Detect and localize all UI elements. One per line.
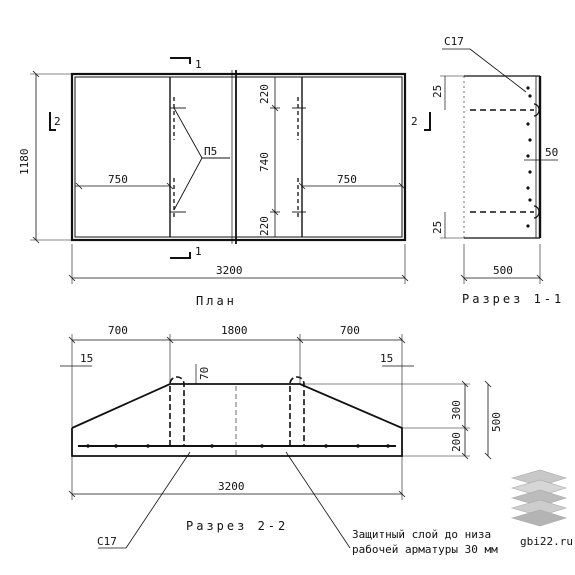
plan-title: План <box>196 294 237 308</box>
plan-inner-outline <box>74 76 403 238</box>
plan-right-span-label: 750 <box>337 173 357 186</box>
section-2-2-rebar-dots <box>86 444 390 448</box>
lifting-loop-left <box>170 97 186 220</box>
section-2-2-labels: 700 1800 700 15 15 70 300 200 500 3200 Р… <box>80 324 503 556</box>
plan-cut2-right-label: 2 <box>411 115 418 128</box>
s22-right-label: 700 <box>340 324 360 337</box>
s22-note-line1: Защитный слой до низа <box>352 528 491 541</box>
s22-rebar-mark: С17 <box>97 535 117 548</box>
s22-loop-left <box>169 376 185 446</box>
s22-title: Разрез 2-2 <box>186 519 288 533</box>
plan-view <box>30 57 431 284</box>
s22-overhang-right-label: 15 <box>380 352 393 365</box>
s22-lower-height-label: 200 <box>450 432 463 452</box>
s11-rebar-mark: С17 <box>444 35 464 48</box>
plan-cut1-bottom-label: 1 <box>195 245 202 258</box>
plan-labels: 1 1 2 2 П5 750 750 220 740 220 1180 3200… <box>18 58 418 308</box>
plan-height-label: 1180 <box>18 149 31 176</box>
plan-outline <box>70 72 407 242</box>
section-1-1-rebar-dots <box>526 86 532 228</box>
plan-middle-label: 740 <box>258 152 271 172</box>
s22-total-height-label: 500 <box>490 412 503 432</box>
s11-width-label: 500 <box>493 264 513 277</box>
s22-rebar-leader <box>125 451 191 549</box>
plan-edge-bottom-label: 220 <box>258 216 271 236</box>
watermark-text: gbi22.ru <box>520 535 573 548</box>
section-2-2-view <box>60 334 492 549</box>
lifting-loop-right <box>292 97 306 220</box>
section-1-1-view <box>440 48 558 284</box>
cut-mark-1-top <box>170 57 191 64</box>
plan-rebar-mark: П5 <box>204 145 217 158</box>
cut-mark-1-bottom <box>170 252 191 259</box>
s11-bottom-dim-label: 25 <box>431 221 444 234</box>
plan-cut1-top-label: 1 <box>195 58 202 71</box>
s22-loop-height-label: 70 <box>198 367 211 380</box>
s22-left-label: 700 <box>108 324 128 337</box>
cut-mark-2-right <box>424 112 431 131</box>
plan-cut2-left-label: 2 <box>54 115 61 128</box>
s22-note-leader <box>285 451 351 549</box>
plan-width-label: 3200 <box>216 264 243 277</box>
section-1-1-labels: С17 25 25 50 500 Разрез 1-1 <box>431 35 564 306</box>
s22-loop-right <box>289 376 305 446</box>
plan-edge-top-label: 220 <box>258 84 271 104</box>
cut-mark-2-left <box>49 112 56 131</box>
watermark-logo <box>510 469 568 527</box>
s11-top-dim-label: 25 <box>431 85 444 98</box>
s22-width-label: 3200 <box>218 480 245 493</box>
s11-title: Разрез 1-1 <box>462 292 564 306</box>
s22-overhang-left-label: 15 <box>80 352 93 365</box>
s22-mid-label: 1800 <box>221 324 248 337</box>
s22-upper-height-label: 300 <box>450 400 463 420</box>
s22-note-line2: рабочей арматуры 30 мм <box>352 543 498 556</box>
plan-left-span-label: 750 <box>108 173 128 186</box>
s11-offset-label: 50 <box>545 146 558 159</box>
